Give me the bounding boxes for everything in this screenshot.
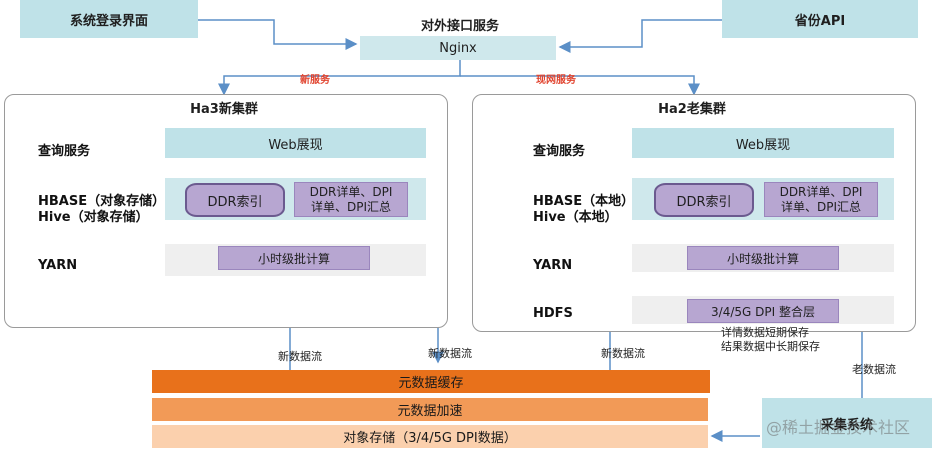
new-flow-label-1: 新数据流	[278, 350, 322, 363]
ha3-batch-label: 小时级批计算	[257, 251, 330, 266]
old-flow-label: 老数据流	[852, 363, 896, 376]
ha3-ddr-detail-label: DDR详单、DPI 详单、DPI汇总	[309, 184, 393, 214]
ha3-yarn-label: YARN	[38, 258, 78, 273]
ha2-web-label: Web展现	[735, 137, 791, 153]
ha2-query-label: 查询服务	[533, 144, 586, 159]
interface-title: 对外接口服务	[420, 18, 499, 34]
ha2-ddr-index: DDR索引	[654, 183, 754, 217]
ha2-batch-label: 小时级批计算	[726, 251, 799, 266]
object-storage-label: 对象存储（3/4/5G DPI数据）	[343, 431, 517, 446]
arrow-nginx-to-ha3	[218, 60, 461, 96]
api-box: 省份API	[722, 0, 918, 38]
ha3-web-box: Web展现	[165, 128, 426, 158]
current-service-label: 现网服务	[536, 75, 576, 86]
ha2-batch-box: 小时级批计算	[687, 246, 839, 270]
ha2-ddr-detail: DDR详单、DPI 详单、DPI汇总	[764, 182, 878, 217]
ha2-ddr-detail-label: DDR详单、DPI 详单、DPI汇总	[779, 184, 863, 214]
watermark: @稀土掘金技术社区	[766, 418, 911, 437]
object-storage-bar: 对象存储（3/4/5G DPI数据）	[152, 425, 708, 448]
new-flow-label-3: 新数据流	[601, 347, 645, 360]
login-box: 系统登录界面	[20, 0, 198, 38]
ha3-ddr-detail: DDR详单、DPI 详单、DPI汇总	[294, 182, 408, 217]
metadata-accel-bar: 元数据加速	[152, 398, 708, 421]
ha3-query-label: 查询服务	[38, 144, 91, 159]
arrow-api-to-nginx	[558, 19, 722, 53]
ha3-batch-box: 小时级批计算	[218, 246, 370, 270]
ha2-storage-label: HBASE（本地） Hive（本地）	[533, 194, 635, 225]
new-service-label: 新服务	[300, 75, 330, 86]
ha2-integration-label: 3/4/5G DPI 整合层	[711, 304, 815, 319]
ha2-web-box: Web展现	[632, 128, 894, 158]
ha2-integration-box: 3/4/5G DPI 整合层	[687, 299, 839, 323]
ha3-ddr-index-label: DDR索引	[207, 194, 263, 210]
ha2-title: Ha2老集群	[658, 101, 726, 117]
ha3-web-label: Web展现	[268, 137, 323, 153]
ha3-storage-label: HBASE（对象存储） Hive（对象存储）	[38, 194, 166, 225]
ha3-ddr-index: DDR索引	[185, 183, 285, 217]
nginx-box: Nginx	[360, 36, 556, 60]
arrow-nginx-to-ha2	[460, 75, 700, 96]
ha2-hdfs-label: HDFS	[533, 306, 573, 321]
ha3-title: Ha3新集群	[190, 101, 258, 117]
ha2-retention-note: 详情数据短期保存 结果数据中长期保存	[721, 326, 820, 353]
metadata-cache-bar: 元数据缓存	[152, 370, 710, 393]
nginx-label: Nginx	[439, 40, 477, 56]
login-label: 系统登录界面	[69, 13, 148, 29]
new-flow-label-2: 新数据流	[428, 347, 472, 360]
api-label: 省份API	[794, 13, 846, 29]
metadata-cache-label: 元数据缓存	[398, 376, 464, 391]
ha2-yarn-label: YARN	[533, 258, 573, 273]
collection-system-box: 采集系统	[762, 398, 932, 448]
ha2-ddr-index-label: DDR索引	[676, 194, 732, 210]
metadata-accel-label: 元数据加速	[397, 404, 463, 419]
collection-system-label: 采集系统	[820, 417, 873, 433]
arrow-login-to-nginx	[198, 19, 358, 50]
